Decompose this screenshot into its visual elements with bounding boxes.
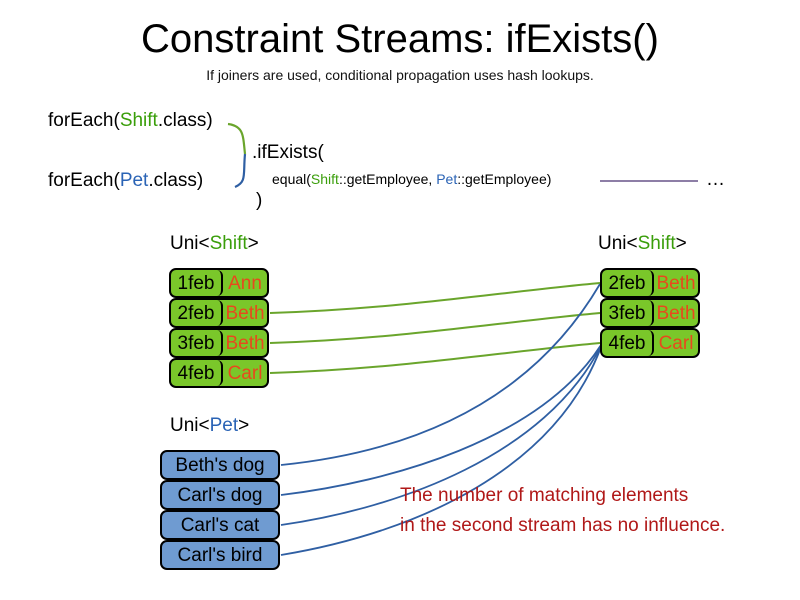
label-left-prefix: Uni< (170, 233, 210, 254)
list-item[interactable]: Carl's bird (160, 540, 280, 570)
tuple-employee: Beth (225, 302, 265, 324)
label-left-shift-stream: Uni<Shift> (170, 233, 259, 255)
code-foreach-shift-suffix: .class) (157, 110, 213, 131)
label-pet-stream: Uni<Pet> (170, 415, 249, 437)
list-item[interactable]: Carl's dog (160, 480, 280, 510)
pet-tuple-list: Beth's dog Carl's dog Carl's cat Carl's … (160, 450, 280, 570)
code-equal-right-type: Pet (436, 171, 458, 187)
tuple-date: 1feb (171, 270, 223, 296)
tuple-pet: Carl's cat (180, 514, 260, 536)
annotation-line-2: in the second stream has no influence. (400, 515, 726, 536)
list-item[interactable]: Beth's dog (160, 450, 280, 480)
code-foreach-pet: forEach(Pet.class) (48, 170, 203, 192)
code-foreach-pet-type: Pet (119, 170, 149, 191)
tuple-date: 4feb (602, 330, 654, 356)
equal-tail-connector (600, 180, 698, 182)
label-left-suffix: > (247, 233, 259, 254)
table-row[interactable]: 4feb Carl (169, 358, 269, 388)
annotation-line-1: The number of matching elements (400, 485, 689, 506)
code-equal-joiner: equal(Shift::getEmployee, Pet::getEmploy… (272, 170, 551, 188)
table-row[interactable]: 4feb Carl (600, 328, 700, 358)
code-foreach-pet-prefix: forEach( (48, 170, 120, 191)
tuple-pet: Carl's dog (177, 484, 263, 506)
code-close-paren: ) (256, 190, 263, 211)
right-shift-tuple-list: 2feb Beth 3feb Beth 4feb Carl (600, 268, 700, 358)
tuple-employee: Ann (228, 272, 262, 294)
label-right-prefix: Uni< (598, 233, 638, 254)
brace-pet-stroke (234, 153, 247, 189)
label-pet-prefix: Uni< (170, 415, 210, 436)
equal-tail-ellipsis: … (706, 169, 725, 190)
code-equal-right-method: ::getEmployee) (457, 171, 552, 187)
tuple-date: 2feb (602, 270, 654, 296)
code-foreach-shift-prefix: forEach( (48, 110, 120, 131)
label-pet-type: Pet (209, 415, 239, 436)
table-row[interactable]: 3feb Beth (600, 298, 700, 328)
tuple-date: 3feb (171, 330, 223, 356)
code-ifexists-call: .ifExists( (252, 142, 324, 163)
list-item[interactable]: Carl's cat (160, 510, 280, 540)
table-row[interactable]: 2feb Beth (600, 268, 700, 298)
tuple-pet: Beth's dog (175, 454, 265, 476)
wire-shift-3feb (269, 312, 601, 344)
code-equal-left-method: ::getEmployee, (338, 171, 437, 187)
tuple-pet: Carl's bird (177, 544, 263, 566)
code-foreach-shift-type: Shift (119, 110, 158, 131)
code-equal-left-type: Shift (310, 171, 339, 187)
code-foreach-pet-suffix: .class) (148, 170, 204, 191)
label-right-suffix: > (675, 233, 687, 254)
table-row[interactable]: 2feb Beth (169, 298, 269, 328)
tuple-date: 4feb (171, 360, 223, 386)
annotation-note: The number of matching elements in the s… (400, 481, 725, 541)
tuple-date: 2feb (171, 300, 223, 326)
table-row[interactable]: 3feb Beth (169, 328, 269, 358)
tuple-employee: Beth (656, 302, 696, 324)
tuple-employee: Carl (227, 362, 263, 384)
tuple-employee: Beth (656, 272, 696, 294)
code-equal-prefix: equal( (272, 171, 311, 187)
wire-shift-4feb (269, 342, 601, 374)
wire-pet-beths-dog (280, 283, 601, 466)
tuple-employee: Beth (225, 332, 265, 354)
label-pet-suffix: > (238, 415, 250, 436)
table-row[interactable]: 1feb Ann (169, 268, 269, 298)
tuple-date: 3feb (602, 300, 654, 326)
left-shift-tuple-list: 1feb Ann 2feb Beth 3feb Beth 4feb Carl (169, 268, 269, 388)
page-subtitle: If joiners are used, conditional propaga… (206, 67, 594, 83)
brace-shift-stroke (227, 122, 247, 155)
wire-shift-2feb (269, 282, 601, 314)
tuple-employee: Carl (658, 332, 694, 354)
label-right-shift-stream: Uni<Shift> (598, 233, 687, 255)
label-right-type: Shift (637, 233, 676, 254)
code-foreach-shift: forEach(Shift.class) (48, 110, 213, 132)
page-title: Constraint Streams: ifExists() (141, 17, 659, 61)
wire-pet-carls-dog (280, 344, 602, 496)
label-left-type: Shift (209, 233, 248, 254)
